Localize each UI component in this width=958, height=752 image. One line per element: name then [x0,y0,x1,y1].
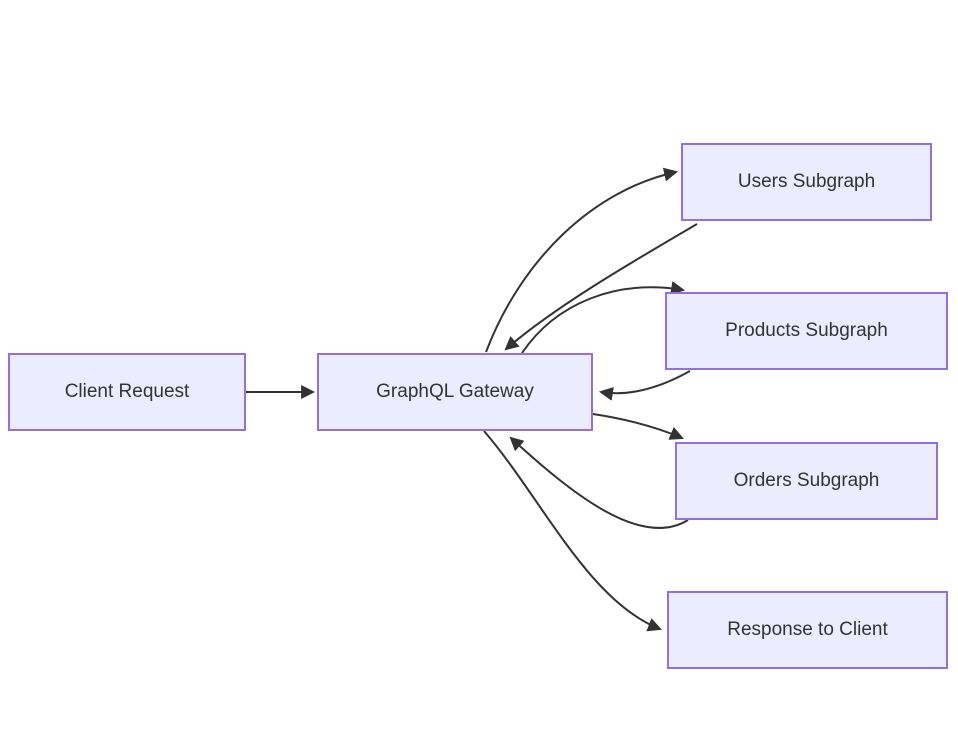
node-label: Users Subgraph [737,171,876,192]
node-client-request: Client Request [8,353,246,431]
node-orders-subgraph: Orders Subgraph [675,442,938,520]
node-response-to-client: Response to Client [667,591,948,669]
node-label: Orders Subgraph [733,470,880,491]
edge-users-to-gateway [504,223,698,351]
edge-gateway-to-users [485,167,679,353]
node-label: Products Subgraph [725,320,888,341]
node-users-subgraph: Users Subgraph [681,143,932,221]
node-label: Response to Client [727,619,888,640]
edge-gateway-to-response [483,430,662,632]
edge-products-to-gateway [598,370,691,401]
node-graphql-gateway: GraphQL Gateway [317,353,593,431]
edge-orders-to-gateway [509,436,689,529]
edge-gateway-to-products [521,281,686,354]
node-label: GraphQL Gateway [376,381,534,402]
edge-gateway-to-orders [592,413,684,440]
node-label: Client Request [64,381,190,402]
node-products-subgraph: Products Subgraph [665,292,948,370]
